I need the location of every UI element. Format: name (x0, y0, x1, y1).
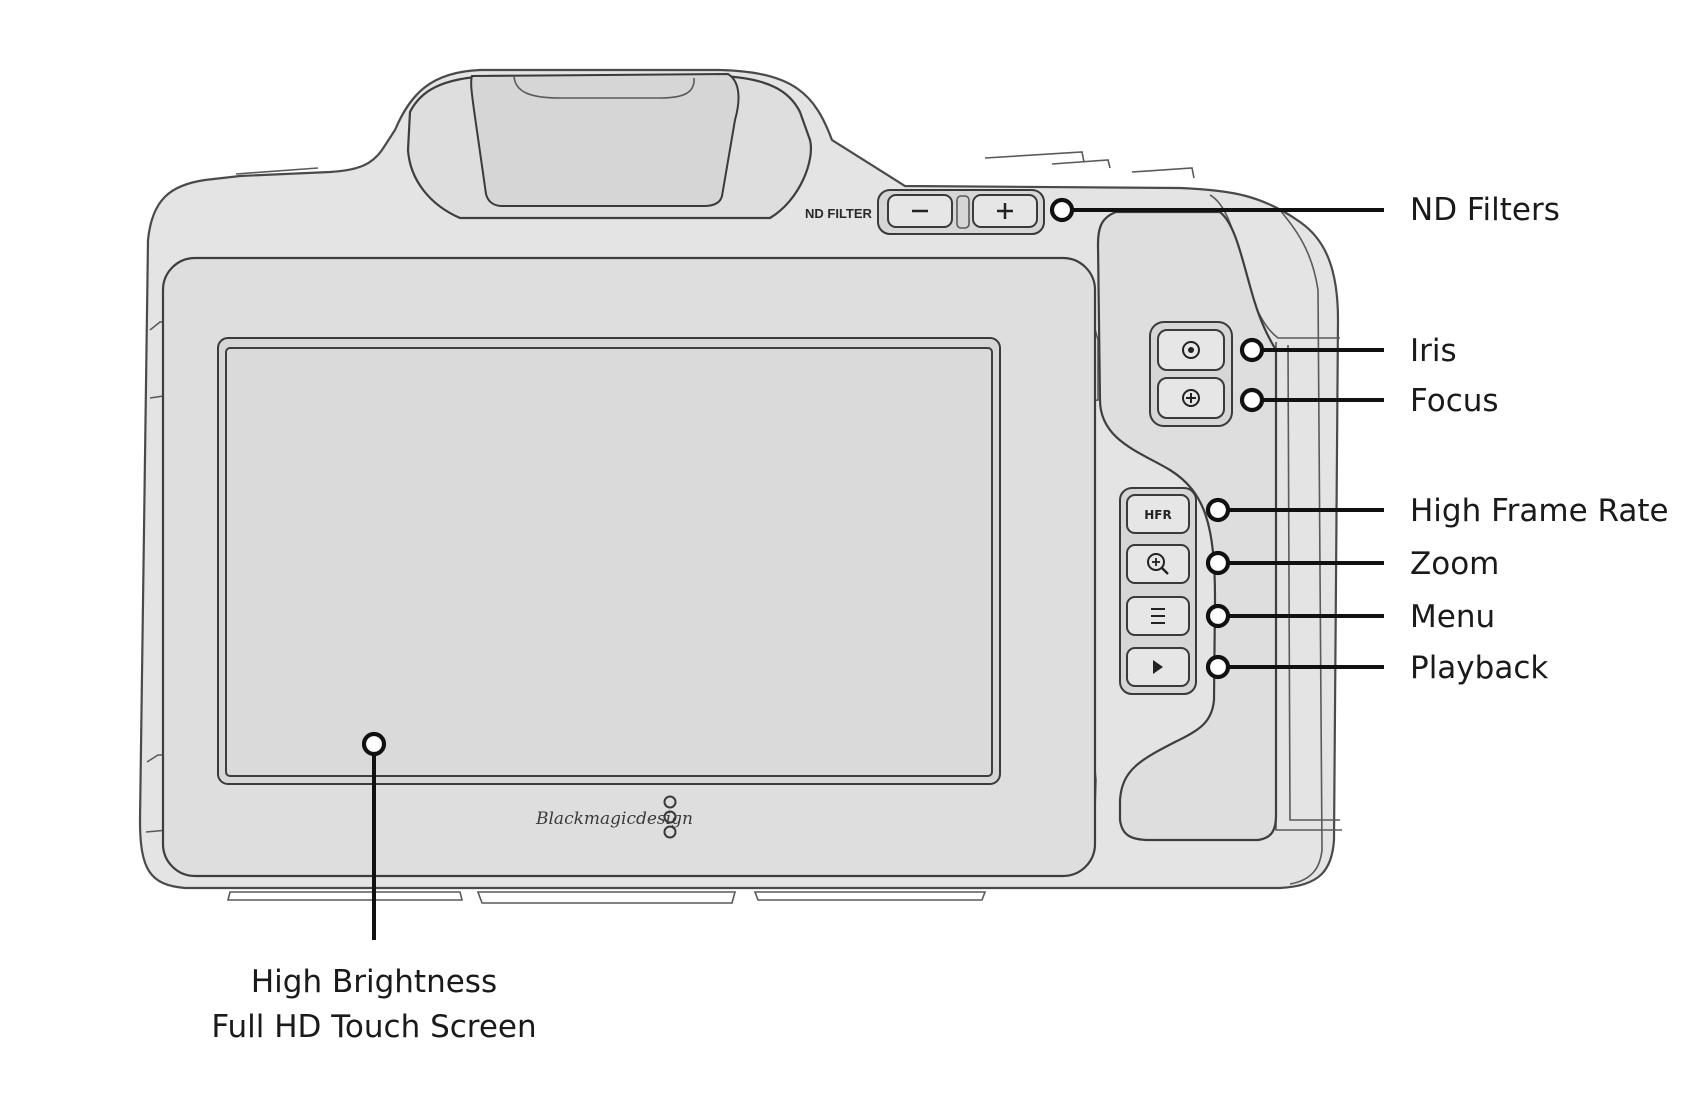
callout-label-menu: Menu (1410, 599, 1495, 635)
zoom-button[interactable] (1126, 544, 1190, 584)
magnifier-plus-icon (1147, 553, 1169, 575)
zoom-marker (1205, 550, 1231, 576)
function-button-column (1119, 487, 1197, 695)
nd-filter-label: ND FILTER (805, 206, 873, 221)
high-frame-rate-marker (1205, 497, 1231, 523)
screen-callout-line2: Full HD Touch Screen (211, 1009, 536, 1045)
hand-grip (1279, 209, 1323, 885)
callout-label-high-frame-rate: High Frame Rate (1410, 493, 1669, 529)
playback-marker (1205, 654, 1231, 680)
plus-icon (997, 203, 1013, 219)
nd-filters-marker (1049, 197, 1075, 223)
menu-marker (1205, 603, 1231, 629)
focus-marker (1239, 387, 1265, 413)
play-triangle-icon (1153, 660, 1163, 674)
camera-body: Blackmagicdesign ND FILTER (138, 68, 1342, 904)
callout-leaders (361, 197, 1384, 940)
hfr-button-label: HFR (1144, 508, 1171, 522)
callout-label-iris: Iris (1410, 333, 1457, 369)
hfr-button[interactable] (1126, 494, 1190, 534)
touch-screen-display[interactable] (225, 347, 993, 777)
brand-wordmark: Blackmagicdesign (535, 809, 693, 829)
iris-marker (1239, 337, 1265, 363)
screen-callout-line1: High Brightness (251, 964, 497, 1000)
focus-target-icon (1182, 389, 1200, 407)
callout-labels: ND Filters Iris Focus High Frame Rate Zo… (211, 192, 1668, 1045)
brand-logo-icon (663, 795, 677, 839)
callout-label-playback: Playback (1410, 650, 1548, 686)
viewfinder-window (470, 72, 740, 207)
aperture-icon (1182, 341, 1200, 359)
callout-label-zoom: Zoom (1410, 546, 1499, 582)
hamburger-menu-icon (1151, 608, 1165, 624)
callout-label-nd-filters: ND Filters (1410, 192, 1560, 228)
touch-screen-marker (361, 731, 387, 757)
callout-label-focus: Focus (1410, 383, 1499, 419)
